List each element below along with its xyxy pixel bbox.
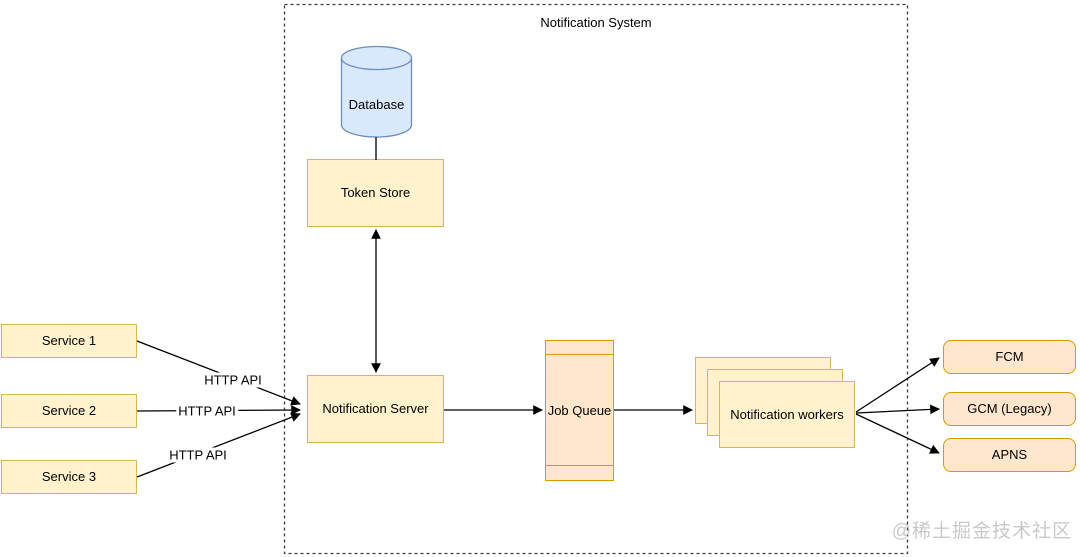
node-database: Database [340, 45, 413, 138]
node-apns: APNS [943, 438, 1076, 472]
node-service-3: Service 3 [1, 460, 137, 494]
diagram-title: Notification System [540, 15, 652, 30]
node-notification-workers: Notification workers [695, 357, 856, 449]
node-apns-label: APNS [991, 447, 1028, 462]
node-fcm: FCM [943, 340, 1076, 374]
node-token-store: Token Store [307, 159, 444, 227]
node-notification-server-label: Notification Server [322, 401, 429, 416]
node-fcm-label: FCM [995, 349, 1024, 364]
node-service-3-label: Service 3 [41, 469, 97, 484]
node-token-store-label: Token Store [340, 185, 411, 200]
job-queue-top-rail [546, 354, 613, 355]
node-job-queue-label: Job Queue [547, 402, 612, 418]
edge-workers-to-apns [855, 413, 940, 454]
edge-label-http-api-3: HTTP API [167, 447, 229, 463]
node-gcm-legacy: GCM (Legacy) [943, 392, 1076, 426]
edge-workers-to-fcm [855, 357, 940, 413]
node-service-2-label: Service 2 [41, 403, 97, 418]
node-gcm-legacy-label: GCM (Legacy) [967, 401, 1052, 416]
workers-stack-front: Notification workers [719, 381, 855, 448]
node-job-queue: Job Queue [545, 340, 614, 481]
job-queue-bottom-rail [546, 465, 613, 466]
edge-service3-to-server [136, 412, 301, 478]
node-service-1: Service 1 [1, 324, 137, 358]
watermark: @稀土掘金技术社区 [891, 521, 1072, 542]
node-database-label: Database [348, 97, 405, 112]
edge-label-http-api-1: HTTP API [202, 372, 264, 388]
edge-workers-to-gcm [855, 404, 940, 415]
node-notification-server: Notification Server [307, 375, 444, 443]
node-notification-workers-label: Notification workers [730, 407, 844, 422]
node-service-2: Service 2 [1, 394, 137, 428]
edge-label-http-api-2: HTTP API [176, 403, 238, 419]
node-service-1-label: Service 1 [41, 333, 97, 348]
database-cylinder-icon [340, 45, 413, 138]
